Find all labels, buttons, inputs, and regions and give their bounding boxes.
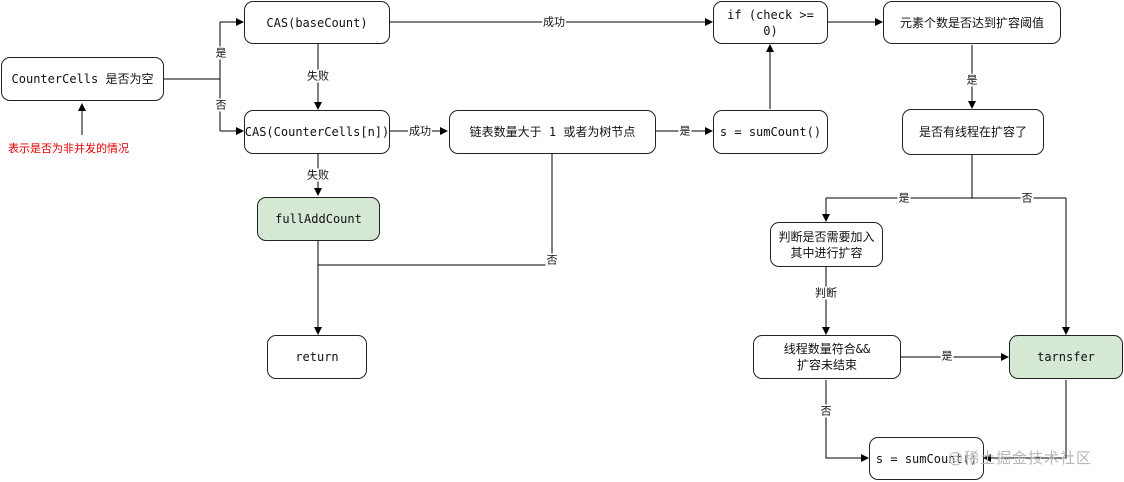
node-thread-count-ok: 线程数量符合&& 扩容未结束 (753, 335, 901, 379)
edge-transfer-sum (983, 380, 1067, 462)
node-check-ge-zero: if (check >= 0) (713, 1, 828, 44)
label-fail-1: 失败 (306, 69, 330, 83)
label-judge: 判断 (814, 286, 838, 300)
label-no-sum: 否 (819, 404, 833, 418)
node-element-threshold: 元素个数是否达到扩容阈值 (883, 1, 1061, 44)
node-countercells-empty: CounterCells 是否为空 (1, 57, 164, 101)
label-no-resizing: 否 (1020, 191, 1034, 205)
node-linked-list-check: 链表数量大于 1 或者为树节点 (449, 110, 656, 154)
label-no-list: 否 (545, 253, 559, 267)
annotation-note: 表示是否为非并发的情况 (8, 142, 129, 155)
node-fulladdcount: fullAddCount (257, 197, 380, 241)
node-thread-resizing: 是否有线程在扩容了 (902, 109, 1044, 155)
label-yes-mid: 是 (678, 124, 692, 138)
node-sumcount-1: s = sumCount() (713, 110, 828, 154)
node-return: return (267, 335, 367, 379)
label-yes-top: 是 (214, 46, 228, 60)
label-yes-resizing: 是 (897, 191, 911, 205)
edge-threadcount-no (825, 380, 869, 462)
label-fail-2: 失败 (306, 168, 330, 182)
node-cas-basecount: CAS(baseCount) (244, 1, 390, 44)
node-join-resize: 判断是否需要加入 其中进行扩容 (770, 222, 883, 267)
label-success-top: 成功 (542, 15, 566, 29)
watermark: @稀土掘金技术社区 (948, 449, 1093, 467)
node-cas-countercells: CAS(CounterCells[n]) (244, 110, 390, 154)
label-yes-threshold: 是 (965, 73, 979, 87)
node-transfer: tarnsfer (1009, 335, 1123, 379)
label-no-left: 否 (214, 98, 228, 112)
node-sumcount-2: s = sumCount() (869, 437, 984, 480)
label-yes-transfer: 是 (940, 349, 954, 363)
label-success-mid: 成功 (408, 124, 432, 138)
